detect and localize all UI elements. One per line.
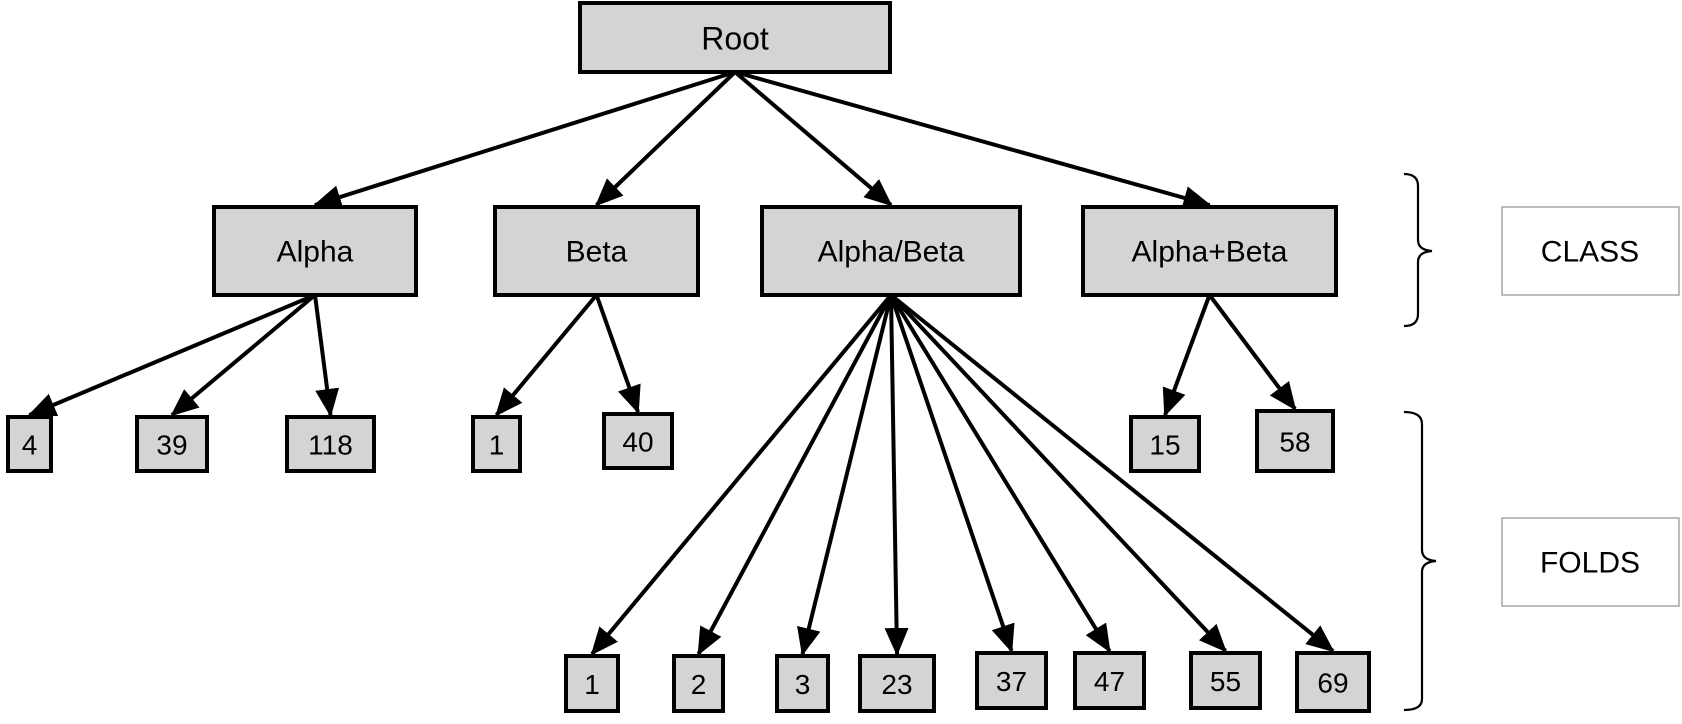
edge-root-to-beta: [595, 70, 737, 207]
edge-alpha-to-fold-118: [313, 294, 340, 417]
fold-node-alpha-beta-3: 3: [775, 654, 830, 713]
fold-node-alpha-beta-69-label: 69: [1317, 668, 1348, 699]
fold-node-alpha-4-box: [6, 415, 53, 473]
fold-node-alpha-beta-69-box: [1295, 651, 1371, 713]
folds-brace: [1403, 410, 1437, 712]
fold-node-alpha-beta-1-label: 1: [584, 669, 600, 700]
fold-node-alpha-39: 39: [135, 415, 209, 473]
fold-node-alpha-beta-23-label: 23: [881, 669, 912, 700]
fold-node-alpha-plus-beta-58-box: [1255, 409, 1335, 473]
class-node-beta: Beta: [493, 205, 700, 297]
fold-node-alpha-beta-37: 37: [975, 651, 1048, 710]
fold-node-alpha-beta-55: 55: [1189, 651, 1262, 710]
class-node-alpha-box: [212, 205, 418, 297]
fold-node-alpha-beta-2-box: [672, 654, 725, 713]
edge-alpha-beta-to-fold-37: [889, 294, 1015, 653]
class-node-beta-label: Beta: [566, 236, 628, 269]
edge-root-to-alpha: [313, 70, 736, 209]
fold-node-alpha-beta-3-label: 3: [795, 669, 811, 700]
fold-node-alpha-beta-23: 23: [858, 654, 936, 713]
fold-node-alpha-4: 4: [6, 415, 53, 473]
fold-node-alpha-plus-beta-58: 58: [1255, 409, 1335, 473]
edge-alpha-beta-to-fold-3: [797, 294, 893, 656]
class-node-alpha-plus-beta-label: Alpha+Beta: [1132, 236, 1288, 269]
fold-node-alpha-beta-2: 2: [672, 654, 725, 713]
edge-alpha-beta-to-fold-69: [889, 293, 1335, 653]
class-label-box: [1501, 206, 1680, 296]
fold-node-beta-1: 1: [471, 415, 522, 473]
folds-level-label: FOLDS: [1540, 547, 1640, 580]
fold-node-alpha-beta-23-box: [858, 654, 936, 713]
fold-node-beta-1-label: 1: [489, 430, 505, 461]
edge-alpha-beta-to-fold-23: [884, 294, 909, 656]
class-level-indicator: CLASS: [1403, 172, 1680, 328]
fold-node-alpha-39-label: 39: [156, 430, 187, 461]
class-node-beta-box: [493, 205, 700, 297]
fold-node-beta-1-box: [471, 415, 522, 473]
fold-node-alpha-beta-47-label: 47: [1094, 666, 1125, 697]
fold-node-alpha-39-box: [135, 415, 209, 473]
folds-level-indicator: FOLDS: [1403, 410, 1680, 712]
edge-root-to-alpha-beta: [733, 70, 893, 207]
class-node-alpha-plus-beta-box: [1081, 205, 1338, 297]
root-node-box: [578, 1, 892, 74]
class-node-alpha: Alpha: [212, 205, 418, 297]
class-level-label: CLASS: [1541, 236, 1639, 269]
fold-node-alpha-beta-55-box: [1189, 651, 1262, 710]
edge-alpha-plus-beta-to-fold-58: [1207, 293, 1297, 411]
class-node-alpha-beta: Alpha/Beta: [760, 205, 1022, 297]
fold-node-alpha-beta-47-box: [1073, 651, 1146, 710]
class-brace: [1403, 172, 1433, 328]
edge-alpha-beta-to-fold-47: [889, 293, 1112, 653]
root-node-label: Root: [701, 21, 769, 57]
fold-node-alpha-beta-47: 47: [1073, 651, 1146, 710]
edge-alpha-beta-to-fold-1: [590, 293, 893, 656]
fold-node-alpha-plus-beta-58-label: 58: [1279, 427, 1310, 458]
edge-beta-to-fold-1: [494, 293, 599, 417]
root-node: Root: [578, 1, 892, 74]
class-node-alpha-plus-beta: Alpha+Beta: [1081, 205, 1338, 297]
edge-beta-to-fold-40: [594, 294, 641, 414]
fold-node-beta-40: 40: [602, 412, 674, 470]
class-node-alpha-beta-label: Alpha/Beta: [818, 236, 965, 269]
edge-alpha-beta-to-fold-55: [889, 293, 1227, 653]
edge-alpha-to-fold-39: [170, 293, 317, 417]
fold-node-alpha-118-box: [285, 415, 376, 473]
fold-node-alpha-beta-3-box: [775, 654, 830, 713]
edges-layer: [27, 70, 1335, 656]
class-node-alpha-label: Alpha: [277, 236, 354, 269]
fold-node-alpha-4-label: 4: [22, 430, 38, 461]
fold-node-alpha-beta-69: 69: [1295, 651, 1371, 713]
fold-node-alpha-beta-37-box: [975, 651, 1048, 710]
fold-node-alpha-beta-1: 1: [564, 654, 620, 713]
edge-alpha-plus-beta-to-fold-15: [1162, 294, 1212, 417]
fold-node-alpha-beta-1-box: [564, 654, 620, 713]
edge-root-to-alpha-plus-beta: [734, 70, 1212, 210]
fold-node-alpha-plus-beta-15-label: 15: [1149, 430, 1180, 461]
class-node-alpha-beta-box: [760, 205, 1022, 297]
fold-node-alpha-118: 118: [285, 415, 376, 473]
fold-node-alpha-beta-55-label: 55: [1210, 666, 1241, 697]
fold-node-alpha-plus-beta-15-box: [1129, 415, 1201, 473]
folds-label-box: [1501, 517, 1680, 607]
fold-node-beta-40-label: 40: [622, 427, 653, 458]
edge-alpha-beta-to-fold-2: [696, 294, 893, 656]
edge-alpha-to-fold-4: [27, 293, 316, 417]
fold-node-alpha-beta-2-label: 2: [691, 669, 707, 700]
fold-node-alpha-beta-37-label: 37: [996, 666, 1027, 697]
fold-node-alpha-plus-beta-15: 15: [1129, 415, 1201, 473]
fold-node-alpha-118-label: 118: [308, 430, 353, 461]
fold-node-beta-40-box: [602, 412, 674, 470]
